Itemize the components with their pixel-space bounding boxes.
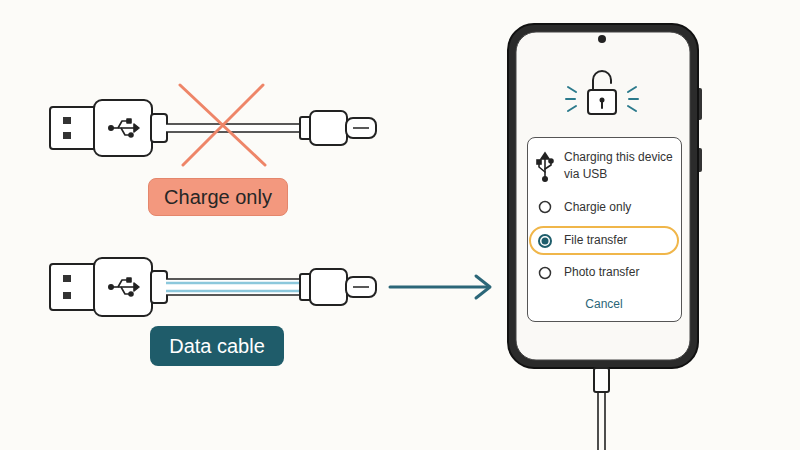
strain-relief <box>151 271 167 303</box>
cross-line <box>183 85 263 165</box>
pointer-arrow <box>390 276 490 298</box>
usb-a-tip <box>50 107 96 149</box>
usb-symbol-dot <box>129 133 133 137</box>
usb-symbol-dot <box>109 285 113 289</box>
usb-symbol-dot <box>129 292 133 296</box>
node-text: Charging this device via USB <box>564 149 680 183</box>
usb-symbol-square <box>537 160 541 164</box>
wire-stripe <box>166 283 302 291</box>
ray <box>628 87 636 92</box>
ray <box>568 87 576 92</box>
node-text: Charge only <box>149 179 287 215</box>
phone-plug <box>594 368 609 392</box>
usb-symbol-branch <box>121 128 129 135</box>
usb-symbol <box>537 153 553 181</box>
arrow-head <box>476 276 490 298</box>
ray <box>629 98 638 100</box>
usb-symbol-dot <box>543 177 547 181</box>
usb-a-contact <box>63 117 71 124</box>
usb-a-contact <box>63 275 71 282</box>
radio-button <box>540 268 551 279</box>
padlock-body <box>588 90 616 114</box>
node-text: Cancel <box>528 296 680 313</box>
charge-only-cable <box>50 100 376 156</box>
wire <box>166 279 302 295</box>
usb-symbol-branch <box>118 280 127 287</box>
unlock-rays <box>566 87 638 111</box>
strain-relief <box>151 114 167 142</box>
option-highlight: File transfer <box>529 226 679 255</box>
node-text: Photo transfer <box>564 264 674 281</box>
usb-symbol <box>109 278 139 296</box>
radio-button-selected <box>539 235 551 247</box>
usb-a-contact <box>63 132 71 139</box>
usb-a-body <box>94 100 152 156</box>
radio-button <box>540 202 551 213</box>
arrow-shaft <box>390 286 488 289</box>
usb-symbol-dot <box>109 126 113 130</box>
camera <box>598 35 606 43</box>
usb-c-body <box>310 269 347 305</box>
usb-c-tip <box>346 277 376 297</box>
usb-c-body <box>310 111 347 145</box>
usb-symbol-branch <box>539 163 545 172</box>
usb-c-slot <box>353 127 369 129</box>
cross-line <box>180 85 265 165</box>
keyhole-slot <box>601 102 603 108</box>
usb-c-slot <box>353 286 369 288</box>
node-text: File transfer <box>564 232 674 249</box>
usb-symbol-branch <box>118 121 127 128</box>
usb-a-contact <box>63 292 71 299</box>
usb-symbol-dot <box>549 159 553 163</box>
phone-screen <box>516 32 690 360</box>
wire-fill <box>166 124 302 132</box>
ray <box>568 106 576 111</box>
node-text: Chargie only <box>564 199 674 216</box>
red-cross <box>180 85 265 165</box>
data-cable <box>50 258 376 316</box>
padlock-shackle <box>593 71 611 90</box>
ray <box>566 98 575 100</box>
usb-a-tip <box>50 264 96 310</box>
node-text: Data cable <box>150 326 284 366</box>
phone-body <box>508 24 698 368</box>
usb-symbol-square <box>127 278 131 282</box>
usb-symbol-branch <box>545 162 551 169</box>
usb-symbol <box>109 119 139 137</box>
ray <box>628 106 636 111</box>
label-box: Data cable <box>150 326 284 366</box>
usb-a-body <box>94 258 152 316</box>
phone-wire <box>598 392 605 450</box>
usb-symbol-line <box>112 127 134 129</box>
usb-symbol-line <box>112 286 134 288</box>
usb-symbol-square <box>127 119 131 123</box>
wire-fill <box>166 279 302 295</box>
usb-symbol-head <box>134 124 139 132</box>
unlock-icon <box>588 71 616 114</box>
usb-c-tip <box>346 118 376 138</box>
label-box: Charge only <box>148 178 288 216</box>
usb-symbol-line <box>544 158 546 178</box>
usb-symbol-head <box>134 283 139 291</box>
dialog-box: Charging this device via USB Chargie only… <box>527 137 682 322</box>
wire <box>166 124 302 132</box>
radio-dot <box>542 238 549 245</box>
usb-symbol-head <box>541 153 549 159</box>
usb-symbol-branch <box>121 287 129 294</box>
phone <box>508 24 702 450</box>
